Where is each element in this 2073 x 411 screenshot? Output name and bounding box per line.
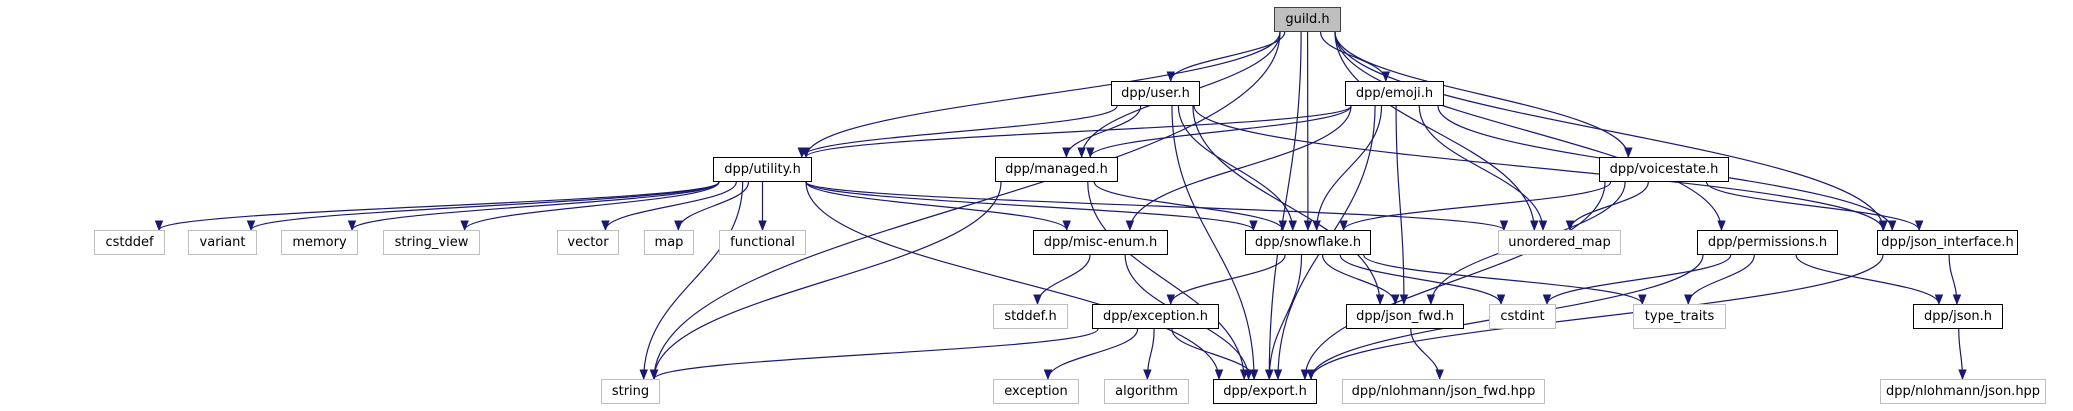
node-json-fwd[interactable]: dpp/json_fwd.h — [1346, 304, 1464, 329]
edge-user-to-json-fwd — [1192, 105, 1385, 306]
node-exception: exception — [993, 379, 1079, 404]
node-type-traits: type_traits — [1633, 304, 1726, 329]
edge-permissions-to-type-traits — [1684, 254, 1755, 306]
node-nlohmann-json: dpp/nlohmann/json.hpp — [1880, 379, 2046, 404]
node-nlohmann-json-fwd: dpp/nlohmann/json_fwd.hpp — [1342, 379, 1545, 404]
node-permissions[interactable]: dpp/permissions.h — [1697, 230, 1838, 255]
edge-user-to-export — [1171, 105, 1259, 381]
edge-guild-to-json-interface — [1334, 31, 1888, 232]
node-cstdint: cstdint — [1489, 304, 1556, 329]
edge-managed-to-string — [649, 181, 1002, 381]
node-json-interface[interactable]: dpp/json_interface.h — [1877, 230, 2018, 255]
edge-user-to-utility — [797, 105, 1118, 159]
edge-managed-to-export — [1087, 181, 1249, 381]
node-unordered-map: unordered_map — [1498, 230, 1621, 255]
edge-json-interface-to-json — [1948, 254, 1962, 306]
node-user[interactable]: dpp/user.h — [1111, 81, 1200, 106]
edge-emoji-to-utility — [801, 105, 1352, 159]
edge-json-fwd-to-nlohmann-json-fwd — [1410, 328, 1444, 381]
node-exception-h[interactable]: dpp/exception.h — [1092, 304, 1219, 329]
edge-snowflake-to-exception-h — [1166, 254, 1286, 306]
edge-utility-to-map — [674, 181, 750, 232]
node-utility[interactable]: dpp/utility.h — [713, 157, 812, 182]
edge-utility-to-misc-enum — [805, 181, 1071, 232]
edge-permissions-to-json — [1795, 254, 1944, 306]
edge-utility-to-unordered-map — [805, 181, 1509, 232]
edge-voicestate-to-unordered-map — [1565, 181, 1649, 232]
edge-utility-to-variant — [246, 181, 720, 232]
node-guild[interactable]: guild.h — [1274, 7, 1341, 32]
edge-emoji-to-json-fwd — [1395, 105, 1409, 306]
edge-guild-to-utility — [801, 31, 1281, 159]
edge-user-to-json-interface — [1193, 105, 1888, 232]
node-emoji[interactable]: dpp/emoji.h — [1345, 81, 1444, 106]
node-misc-enum[interactable]: dpp/misc-enum.h — [1033, 230, 1168, 255]
node-json[interactable]: dpp/json.h — [1913, 304, 2003, 329]
edge-permissions-to-cstdint — [1542, 254, 1732, 306]
edge-guild-to-voicestate — [1334, 31, 1633, 159]
node-map: map — [644, 230, 694, 255]
node-stddef: stddef.h — [993, 304, 1068, 329]
edge-snowflake-to-type-traits — [1363, 254, 1647, 306]
edge-utility-to-string — [639, 181, 744, 381]
edge-misc-enum-to-stddef — [1033, 254, 1091, 306]
edge-voicestate-to-json-interface — [1705, 181, 1924, 232]
edge-guild-to-string — [649, 31, 1281, 381]
edge-guild-to-unordered-map — [1334, 31, 1539, 232]
node-cstddef: cstddef — [94, 230, 165, 255]
node-voicestate[interactable]: dpp/voicestate.h — [1599, 157, 1729, 182]
edge-emoji-to-misc-enum — [1125, 105, 1352, 232]
edge-exception-h-to-exception — [1043, 328, 1139, 381]
node-export[interactable]: dpp/export.h — [1213, 379, 1317, 404]
edge-guild-to-user — [1166, 31, 1286, 83]
edge-guild-to-permissions — [1334, 31, 1726, 232]
edge-utility-to-memory — [347, 181, 720, 232]
edge-utility-to-string-view — [460, 181, 720, 232]
edge-emoji-to-unordered-map — [1418, 105, 1548, 232]
edge-guild-to-emoji — [1319, 31, 1391, 83]
node-memory: memory — [281, 230, 358, 255]
edge-emoji-to-snowflake — [1312, 105, 1383, 232]
edge-snowflake-to-cstdint — [1339, 254, 1506, 306]
node-snowflake[interactable]: dpp/snowflake.h — [1245, 230, 1371, 255]
edge-utility-to-vector — [601, 181, 737, 232]
node-string-view: string_view — [383, 230, 480, 255]
node-managed[interactable]: dpp/managed.h — [995, 157, 1118, 182]
edge-utility-to-cstddef — [154, 181, 720, 232]
node-string: string — [601, 379, 660, 404]
edge-utility-to-snowflake — [805, 181, 1258, 232]
edge-snowflake-to-json-fwd — [1321, 254, 1400, 306]
edge-snowflake-to-export — [1264, 254, 1303, 381]
node-functional: functional — [719, 230, 806, 255]
node-variant: variant — [188, 230, 257, 255]
edge-json-to-nlohmann-json — [1958, 328, 1967, 381]
edge-guild-to-export — [1264, 31, 1302, 381]
edge-exception-h-to-export — [1171, 328, 1259, 381]
node-algorithm: algorithm — [1104, 379, 1189, 404]
edge-voicestate-to-export — [1300, 181, 1606, 381]
edge-exception-h-to-algorithm — [1143, 328, 1155, 381]
edge-user-to-managed — [1062, 105, 1142, 159]
node-vector: vector — [557, 230, 619, 255]
edge-managed-to-snowflake — [1093, 181, 1288, 232]
edge-emoji-to-managed — [1086, 105, 1352, 159]
edge-utility-to-export — [805, 181, 1224, 381]
edge-voicestate-to-snowflake — [1339, 181, 1612, 232]
edge-json-interface-to-export — [1306, 254, 1884, 381]
edge-exception-h-to-string — [649, 328, 1099, 381]
